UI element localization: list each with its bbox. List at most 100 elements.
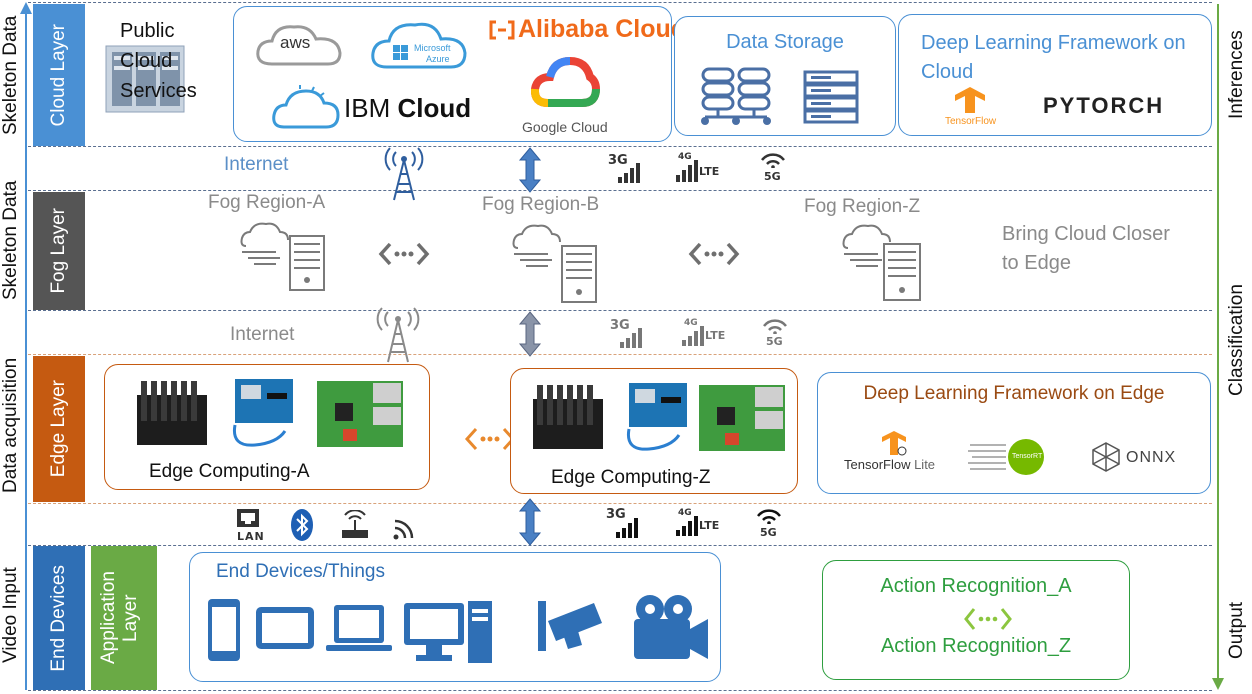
upward-flow-arrow [20,2,32,690]
edge-computing-z-box: Edge Computing-Z [510,368,798,494]
action-link-icon [964,608,1012,630]
dl-framework-cloud-title: Deep Learning Framework on Cloud [921,32,1186,83]
tablet-icon [256,607,314,649]
action-recognition-box: Action Recognition_A Action Recognition_… [822,560,1130,680]
ibm-cloud-logo-text: IBM Cloud [344,93,472,123]
alibaba-cloud-logo-text: Alibaba Cloud [518,15,687,43]
edge-layer-bar: Edge Layer [33,356,85,502]
fog-layer-bar: Fog Layer [33,192,85,310]
raspberry-pi-icon [317,381,403,447]
end-devices-title: End Devices/Things [216,561,385,582]
fog-server-icon [842,224,921,301]
database-cluster-icon [701,67,771,125]
public-cloud-services-label: Public Cloud Services [120,20,197,102]
axis-label-video-input: Video Input [0,567,21,663]
4g-icon: 4G [678,508,692,518]
video-camera-icon [634,595,708,659]
5g-label: 5G [760,526,777,539]
separator [28,354,1212,355]
desktop-computer-icon [404,601,492,663]
4g-icon: 4G [678,152,692,162]
router-icon [342,510,368,538]
smartphone-icon [208,599,240,661]
bring-cloud-closer-label: Bring Cloud Closer to Edge [1002,223,1170,274]
separator-top [28,2,1212,3]
separator [28,503,1212,504]
edge-computing-z-label: Edge Computing-Z [551,467,711,488]
arduino-board-icon [232,379,293,447]
5g-label: 5G [766,335,783,348]
separator-bottom [28,690,1212,691]
application-layer-bar: Application Layer [91,546,157,690]
onnx-icon [1092,442,1120,472]
tensorrt-logo-text: TensorRT [1012,453,1043,460]
3g-icon: 3G [608,153,628,168]
separator [28,190,1212,191]
fog-link-icon [378,242,430,266]
fog-region-b-label: Fog Region-B [482,194,600,215]
signal-bars-icon [676,160,698,182]
raspberry-pi-icon [699,385,785,451]
tensorrt-icon [968,439,1044,475]
jetson-board-icon [533,385,603,449]
end-devices-box: End Devices/Things [189,552,721,682]
end-devices-layer-bar: End Devices [33,546,85,690]
wifi-5g-icon [761,153,785,168]
axis-label-classification: Classification [1226,284,1247,396]
jetson-board-icon [137,381,207,445]
tensorflow-logo-text: TensorFlow [945,116,997,127]
data-storage-box: Data Storage [674,16,896,136]
azure-logo-text: Microsoft [414,43,451,53]
cctv-camera-icon [538,601,602,651]
aws-logo-text: aws [280,33,311,52]
cloud-layer-bar: Cloud Layer [33,4,85,146]
action-recognition-z-label: Action Recognition_Z [880,635,1072,657]
arduino-board-icon [626,383,687,451]
3g-icon: 3G [606,507,626,522]
tensorflow-lite-icon [882,431,907,456]
action-recognition-a-label: Action Recognition_A [880,575,1072,597]
antenna-tower-icon [384,147,424,201]
bidirectional-arrow-icon [518,498,542,546]
google-cloud-icon [530,56,600,107]
fog-server-icon [240,222,325,291]
dl-framework-edge-box: Deep Learning Framework on Edge TensorFl… [817,372,1211,494]
azure-logo-text: Azure [426,54,450,64]
signal-bars-icon [620,328,642,348]
axis-label-output: Output [1226,601,1247,659]
lan-port-icon [237,509,259,527]
alibaba-icon [489,20,515,40]
4g-icon: 4G [684,318,698,328]
separator [28,545,1212,546]
signal-bars-icon [616,518,638,538]
pytorch-logo-text: PYTORCH [1043,93,1165,118]
laptop-icon [326,605,392,651]
axis-label-skeleton-data: Skeleton Data [0,180,21,300]
onnx-logo-text: ONNX [1126,449,1177,466]
bidirectional-arrow-icon [518,311,542,357]
lte-label: LTE [699,519,720,532]
tensorflow-icon [955,87,985,113]
signal-bars-icon [682,326,704,346]
lte-label: LTE [699,165,720,178]
downward-flow-arrow [1212,4,1224,690]
fog-server-icon [512,224,597,303]
bluetooth-icon [291,509,313,541]
edge-computing-a-box: Edge Computing-A [104,364,430,490]
dl-framework-edge-title: Deep Learning Framework on Edge [863,383,1165,404]
internet-label-top: Internet [224,154,289,175]
lte-label: LTE [705,329,726,342]
dl-framework-cloud-box: Deep Learning Framework on Cloud TensorF… [898,14,1212,136]
separator [28,310,1212,311]
storage-server-icon [803,70,859,124]
edge-computing-a-label: Edge Computing-A [149,461,310,482]
tensorflow-lite-logo-text: TensorFlow Lite [844,457,936,472]
antenna-tower-icon [376,307,420,363]
axis-label-inferences: Inferences [1226,30,1247,120]
wireless-signal-icon [393,519,414,540]
internet-label-mid: Internet [230,324,295,345]
aws-icon [256,25,342,66]
server-rack-icon [105,45,185,113]
edge-link-icon [464,427,516,451]
wifi-5g-icon [763,319,787,334]
